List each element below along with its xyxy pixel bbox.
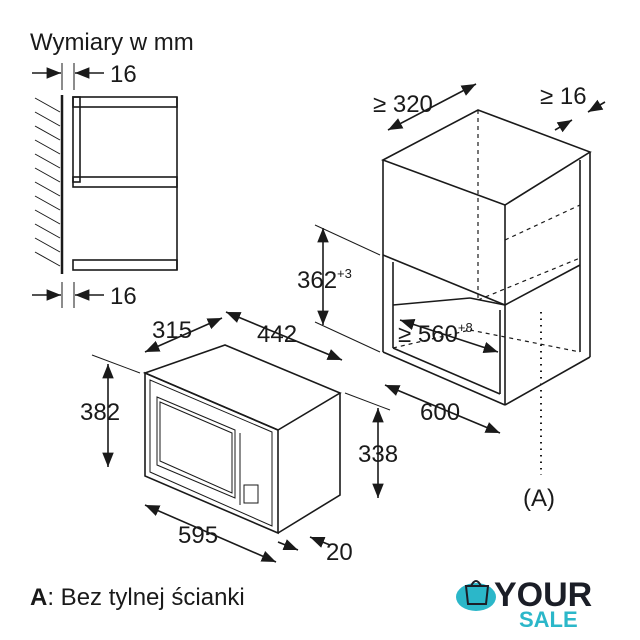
front-thickness-label: 20: [326, 539, 353, 566]
body-height-dimension: 338: [344, 392, 398, 498]
microwave-drawing: 315 442 382 338 595 20: [80, 311, 398, 566]
front-width-label: 595: [178, 522, 218, 549]
front-height-label: 382: [80, 399, 120, 426]
legend: A: Bez tylnej ścianki: [30, 584, 245, 611]
yoursale-logo: YOUR SALE: [456, 576, 592, 632]
bottom-gap-dimension: 16: [32, 282, 137, 310]
body-height-label: 338: [358, 441, 398, 468]
side-view: 16 16: [32, 61, 178, 310]
bottom-gap-label: 16: [110, 283, 137, 310]
logo-cloud-icon: [456, 583, 496, 611]
front-thickness-dimension: 20: [277, 536, 353, 566]
body-width-label: 442: [257, 321, 297, 348]
depth-dimension: ≥ 320: [373, 83, 477, 131]
cabinet-width-label: 600: [420, 399, 460, 426]
front-height-dimension: 382: [80, 354, 141, 467]
cabinet-drawing: (A) ≥ 320 ≥ 16 362+3 ≥ 560+8 600: [297, 83, 606, 512]
top-gap-label: 16: [110, 61, 137, 88]
side-gap-dimension: ≥ 16: [540, 83, 606, 133]
niche-width-label: ≥ 560+8: [398, 320, 473, 348]
shopping-bag-icon: [464, 580, 490, 605]
niche-height-dimension: 362+3: [297, 224, 381, 353]
depth-min-label: ≥ 320: [373, 91, 433, 118]
niche-height-label: 362+3: [297, 266, 352, 294]
no-back-marker: (A): [523, 485, 555, 512]
side-cabinet: [72, 96, 178, 271]
body-width-dimension: 442: [225, 311, 343, 361]
side-gap-label: ≥ 16: [540, 83, 587, 110]
top-gap-dimension: 16: [32, 61, 137, 90]
front-width-dimension: 595: [144, 504, 277, 563]
logo-your: YOUR: [494, 576, 592, 614]
logo-sale: SALE: [519, 607, 578, 632]
appliance-depth-label: 315: [152, 317, 192, 344]
wall-hatch: [34, 95, 64, 274]
niche-width-dimension: ≥ 560+8: [398, 318, 499, 354]
cabinet-width-dimension: 600: [384, 384, 501, 434]
appliance-depth-dimension: 315: [144, 317, 223, 353]
diagram-title: Wymiary w mm: [30, 29, 194, 56]
